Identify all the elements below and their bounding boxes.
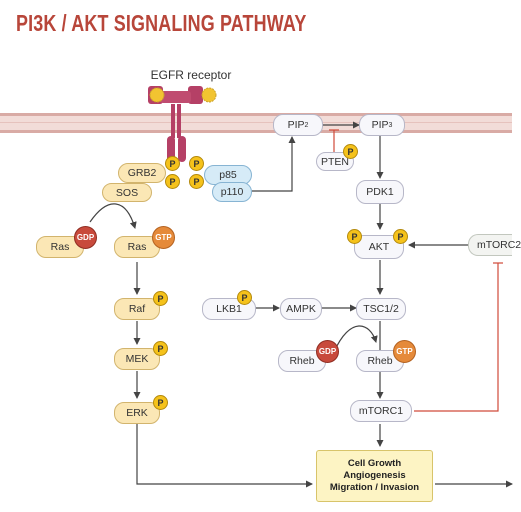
gdp-badge: GDP bbox=[316, 340, 339, 363]
gtp-badge: GTP bbox=[393, 340, 416, 363]
phospho-badge: P bbox=[165, 156, 180, 171]
outcome-angiogenesis: Angiogenesis bbox=[343, 470, 406, 481]
grb2-label: GRB2 bbox=[127, 167, 157, 179]
rheb-gdp-node: Rheb bbox=[278, 350, 326, 372]
rheb-gdp-label: Rheb bbox=[289, 355, 315, 367]
outcome-migration-invasion: Migration / Invasion bbox=[329, 482, 420, 493]
pip3-subscript: 3 bbox=[388, 121, 393, 129]
erk-node: ERK bbox=[114, 402, 160, 424]
pdk1-node: PDK1 bbox=[356, 180, 404, 204]
mtorc2-label: mTORC2 bbox=[477, 239, 521, 251]
mtorc2-node: mTORC2 bbox=[468, 234, 521, 256]
page-title: PI3K / AKT SIGNALING PATHWAY bbox=[16, 10, 307, 36]
pip3-label: PIP bbox=[371, 119, 389, 131]
phospho-badge: P bbox=[189, 156, 204, 171]
ampk-node: AMPK bbox=[280, 298, 322, 320]
akt-label: AKT bbox=[368, 241, 390, 253]
pten-label: PTEN bbox=[320, 155, 349, 168]
outcome-cell-growth: Cell Growth bbox=[347, 458, 402, 469]
phospho-badge: P bbox=[153, 291, 168, 306]
mek-node: MEK bbox=[114, 348, 160, 370]
cellular-outcomes-box: Cell Growth Angiogenesis Migration / Inv… bbox=[316, 450, 433, 502]
ras-gtp-label: Ras bbox=[127, 241, 147, 253]
raf-label: Raf bbox=[128, 303, 146, 315]
mek-label: MEK bbox=[125, 353, 149, 365]
phospho-badge: P bbox=[393, 229, 408, 244]
rheb-gtp-node: Rheb bbox=[356, 350, 404, 372]
p110-node: p110 bbox=[212, 182, 252, 202]
egfr-receptor-label: EGFR receptor bbox=[150, 68, 232, 82]
ampk-label: AMPK bbox=[286, 303, 316, 315]
egfr-receptor-graphic bbox=[148, 86, 217, 162]
sos-node: SOS bbox=[102, 183, 152, 202]
phospho-badge: P bbox=[343, 144, 358, 159]
pip2-subscript: 2 bbox=[304, 121, 309, 129]
mtorc1-node: mTORC1 bbox=[350, 400, 412, 422]
tsc-node: TSC1/2 bbox=[356, 298, 406, 320]
phospho-badge: P bbox=[165, 174, 180, 189]
ras-gdp-label: Ras bbox=[50, 241, 70, 253]
p110-label: p110 bbox=[220, 186, 244, 198]
phospho-badge: P bbox=[237, 290, 252, 305]
phospho-badge: P bbox=[347, 229, 362, 244]
erk-label: ERK bbox=[126, 407, 148, 419]
gtp-badge: GTP bbox=[152, 226, 175, 249]
grb2-node: GRB2 bbox=[118, 163, 166, 183]
phospho-badge: P bbox=[153, 341, 168, 356]
gdp-badge: GDP bbox=[74, 226, 97, 249]
phospho-badge: P bbox=[189, 174, 204, 189]
ras-gdp-node: Ras bbox=[36, 236, 84, 258]
raf-node: Raf bbox=[114, 298, 160, 320]
ras-gtp-node: Ras bbox=[114, 236, 160, 258]
phospho-badge: P bbox=[153, 395, 168, 410]
sos-label: SOS bbox=[115, 186, 139, 199]
lkb1-label: LKB1 bbox=[216, 303, 242, 315]
rheb-gtp-label: Rheb bbox=[367, 355, 393, 367]
tsc-label: TSC1/2 bbox=[363, 303, 399, 315]
mtorc1-label: mTORC1 bbox=[358, 405, 404, 417]
pip2-label: PIP bbox=[287, 119, 305, 131]
p85-label: p85 bbox=[219, 169, 237, 181]
pdk1-label: PDK1 bbox=[366, 186, 394, 198]
